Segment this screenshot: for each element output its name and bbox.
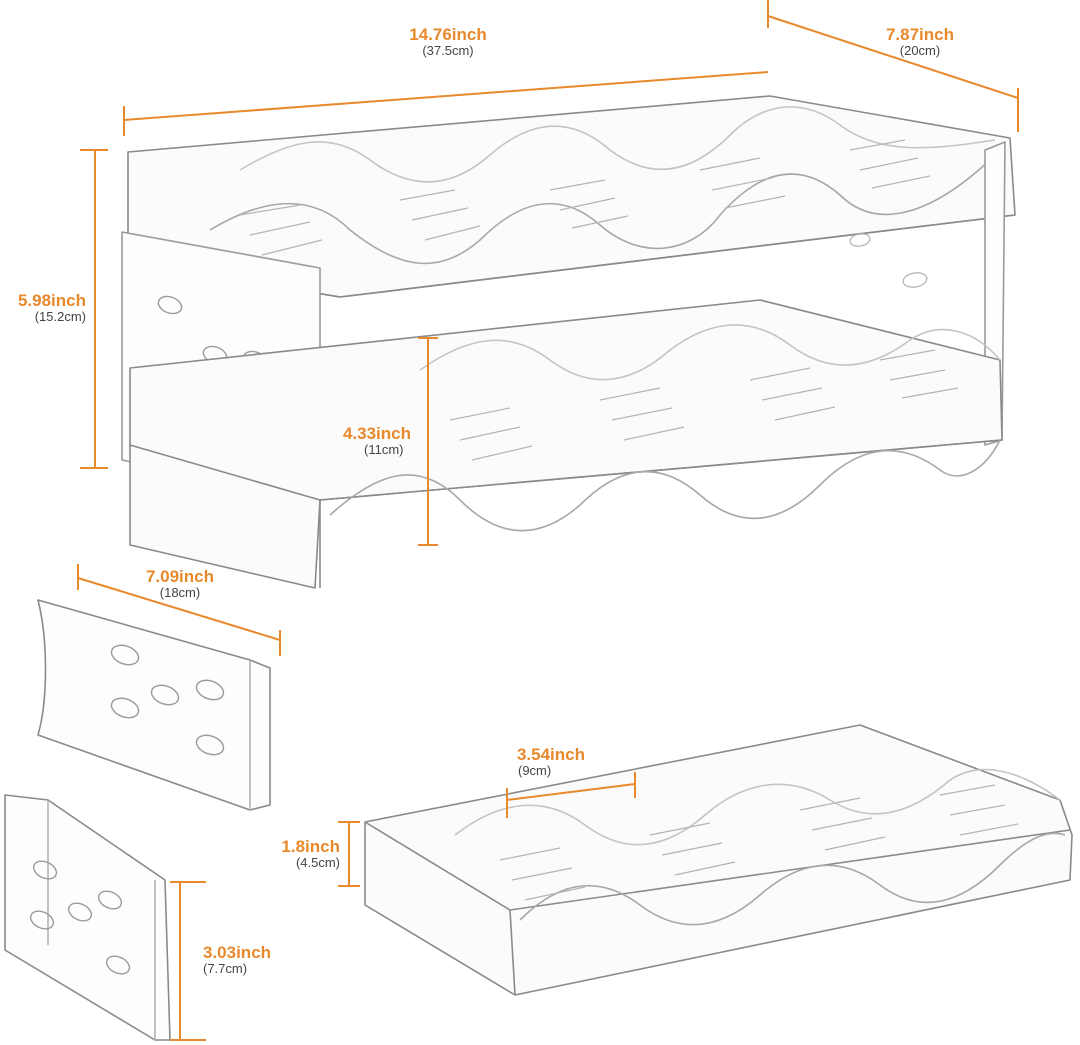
tray-height-inch: 1.8inch: [281, 837, 340, 856]
tray-height-cm: (4.5cm): [295, 854, 340, 870]
label-slot-width: 3.54inch (9cm): [496, 746, 606, 777]
label-side-panel-height: 3.03inch (7.7cm): [203, 944, 303, 975]
overall-height-inch: 5.98inch: [17, 291, 86, 310]
label-tray-height: 1.8inch (4.5cm): [258, 838, 340, 869]
label-overall-length: 14.76inch (37.5cm): [378, 26, 518, 57]
overall-length-inch: 14.76inch: [409, 25, 487, 44]
bottom-shelf-waves: [329, 439, 1001, 532]
panel-length-line: [77, 577, 281, 641]
overall-length-cm: (37.5cm): [422, 42, 474, 58]
bottom-shelf-back-waves: [419, 324, 1001, 381]
bottom-shelf-ribs: [449, 349, 959, 461]
side-panel-short: [4, 794, 171, 1041]
side-panel-height-inch: 3.03inch: [203, 943, 272, 962]
overall-height-cm: (15.2cm): [34, 308, 86, 324]
label-side-panel-length: 7.09inch (18cm): [120, 568, 240, 599]
length-line: [123, 71, 769, 121]
side-panel-height-cm: (7.7cm): [203, 960, 248, 976]
tier-gap-cm: (11cm): [364, 441, 404, 457]
top-shelf-waves: [209, 159, 991, 265]
slot-width-cm: (9cm): [518, 762, 552, 778]
right-panel-holes: [849, 233, 928, 288]
single-tray: [364, 724, 1073, 996]
overall-depth-cm: (20cm): [899, 42, 941, 58]
label-overall-height: 5.98inch (15.2cm): [0, 292, 86, 323]
top-shelf-back-waves: [239, 106, 996, 183]
overall-depth-inch: 7.87inch: [885, 25, 955, 44]
bottom-shelf-base: [129, 444, 321, 588]
top-shelf-ribs: [239, 139, 931, 256]
dimension-lines: [77, 0, 1019, 1041]
side-panel-length-cm: (18cm): [159, 584, 201, 600]
label-overall-depth: 7.87inch (20cm): [860, 26, 980, 57]
tier-gap-inch: 4.33inch: [342, 424, 412, 443]
slot-width-line: [506, 783, 636, 801]
side-panel-length-inch: 7.09inch: [145, 567, 215, 586]
label-tier-gap: 4.33inch (11cm): [328, 425, 426, 456]
slot-width-inch: 3.54inch: [516, 745, 586, 764]
assembled-rack: [121, 95, 1016, 589]
side-panel-long: [37, 599, 271, 811]
